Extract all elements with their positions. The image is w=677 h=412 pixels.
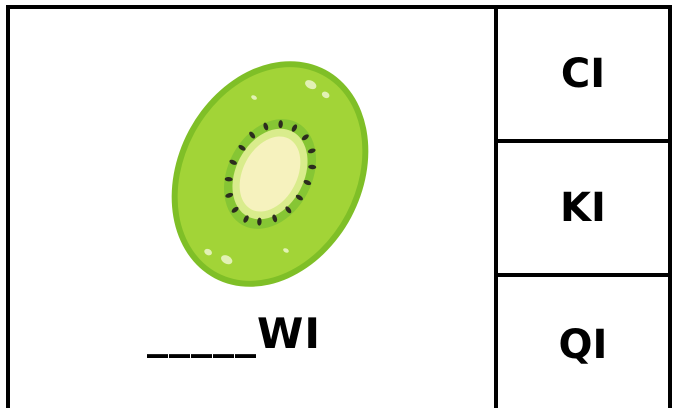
answer-options: CI KI QI xyxy=(498,9,668,408)
option-ki[interactable]: KI xyxy=(498,143,668,277)
option-qi[interactable]: QI xyxy=(558,321,608,368)
kiwi-slice-icon xyxy=(171,61,369,287)
option-ci[interactable]: CI xyxy=(498,9,668,143)
word-card: _____WI CI KI QI xyxy=(6,5,672,408)
incomplete-word: _____WI xyxy=(147,309,321,358)
picture-panel: _____WI xyxy=(10,9,498,408)
